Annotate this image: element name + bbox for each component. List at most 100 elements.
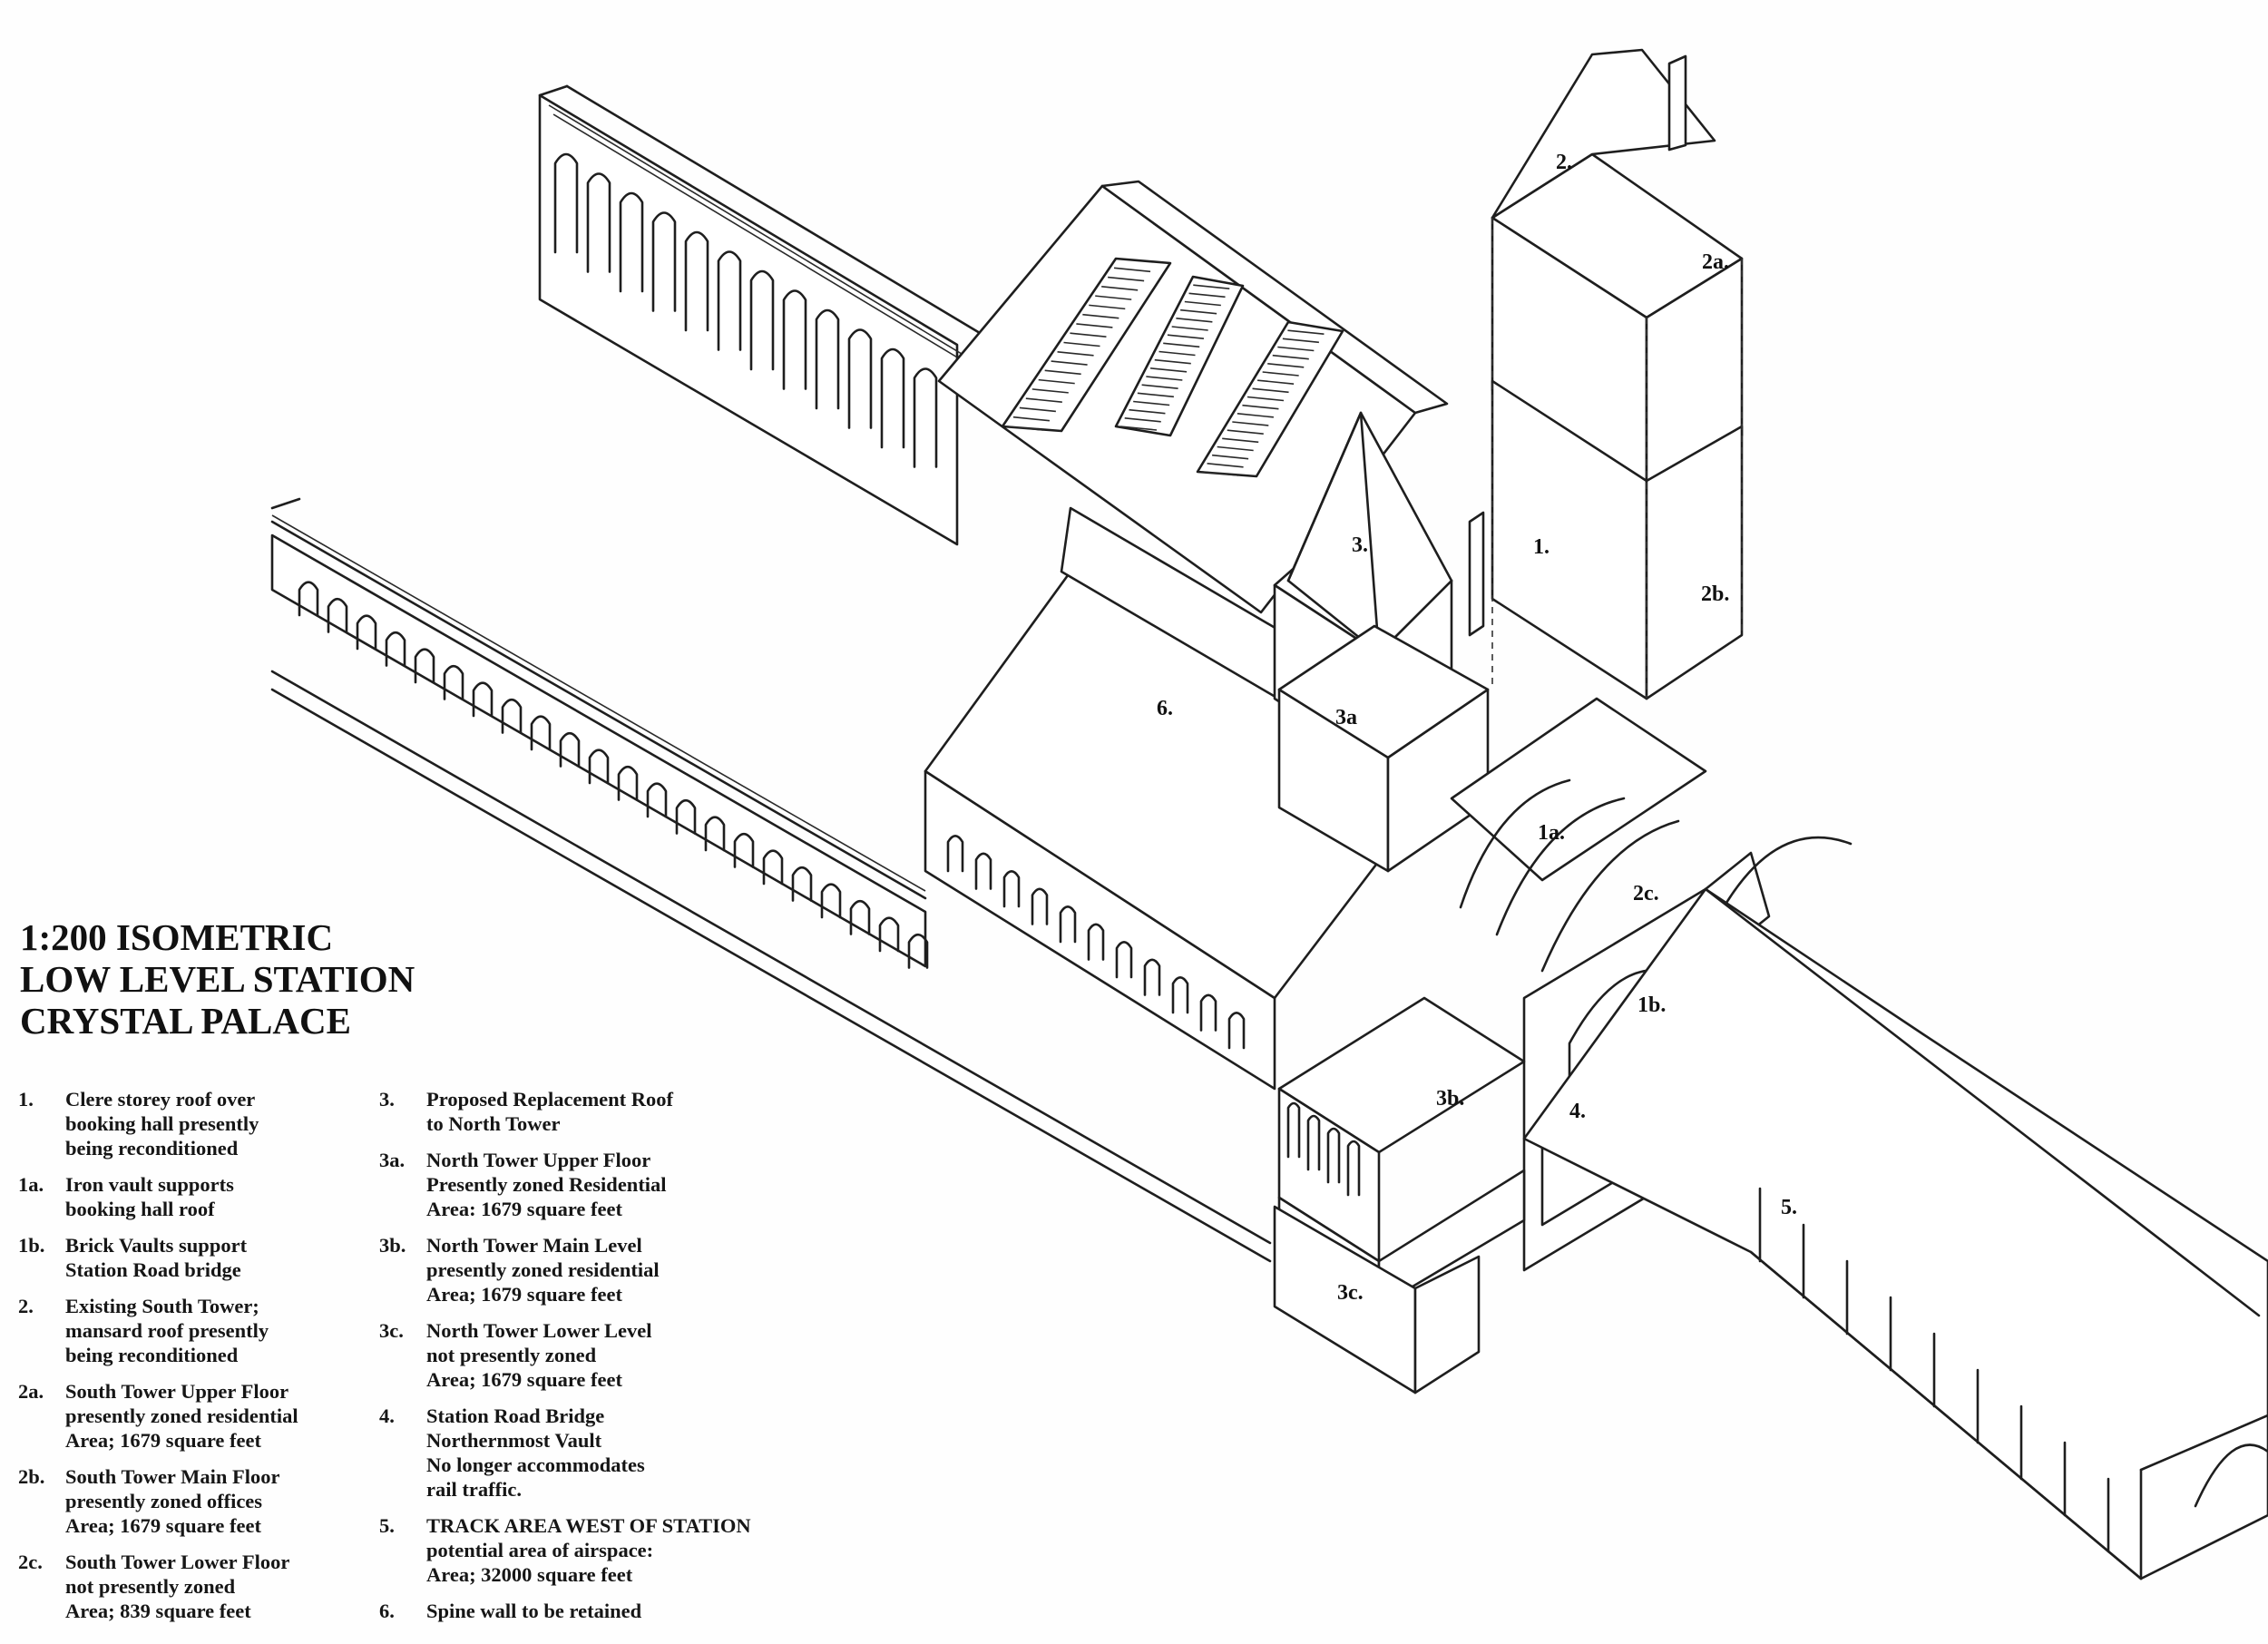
legend-item-number: 2. <box>18 1295 34 1317</box>
callout-2a: 2a. <box>1702 250 1729 274</box>
legend-item-text: Existing South Tower; <box>65 1295 259 1317</box>
legend-item: 2.Existing South Tower;mansard roof pres… <box>18 1294 408 1367</box>
roof-slat <box>1242 404 1279 410</box>
legend-item-text: Station Road Bridge <box>426 1404 605 1427</box>
roof-slat <box>1076 323 1113 328</box>
roof-slat <box>1089 304 1126 310</box>
arch-opening <box>298 581 319 617</box>
roof-slat <box>1282 338 1319 344</box>
arch-opening <box>684 230 709 332</box>
roof-slat <box>1044 369 1081 376</box>
callout-1b: 1b. <box>1637 993 1666 1017</box>
arch-opening <box>619 191 644 293</box>
roof-slat <box>1082 313 1119 319</box>
roof-slat <box>1129 408 1166 415</box>
arch-opening <box>762 849 784 886</box>
roof-slat <box>1019 406 1056 413</box>
arch-opening <box>588 749 610 785</box>
arch-opening <box>820 883 842 919</box>
roof-slat <box>1124 417 1161 423</box>
arch-opening <box>651 211 677 312</box>
arch-opening <box>356 614 377 651</box>
roof-slat <box>1277 346 1315 352</box>
legend-item-number: 3. <box>379 1088 395 1111</box>
north-tower <box>1273 411 1490 873</box>
roof-slat <box>1180 308 1217 315</box>
arch-opening <box>733 832 755 868</box>
window-opening <box>1031 887 1049 925</box>
legend-item-text: South Tower Upper Floor <box>65 1380 289 1403</box>
callout-3a: 3a <box>1335 706 1357 729</box>
window-opening <box>1286 1101 1301 1159</box>
legend-item-text: presently zoned offices <box>65 1490 263 1512</box>
arch-opening <box>704 816 726 852</box>
window-opening <box>1087 923 1105 961</box>
roof-slat <box>1025 397 1062 403</box>
roof-slat <box>1006 426 1044 431</box>
arch-opening <box>907 933 929 969</box>
north-tower-lower <box>1273 996 1526 1394</box>
legend-item-text: presently zoned residential <box>65 1404 298 1427</box>
roof-slat <box>1267 363 1305 368</box>
roof-slat <box>1246 396 1285 402</box>
roof-slat <box>1207 463 1244 468</box>
legend-item-text: South Tower Main Floor <box>65 1465 280 1488</box>
callout-labels: 2. 2a. 1. 3. 2b. 6. 3a 1a. 2c. 1b. 3b. 4… <box>1157 151 1797 1305</box>
legend-item-text: Station Road bridge <box>65 1258 241 1281</box>
arch-opening <box>878 916 900 953</box>
legend-item-text: Iron vault supports <box>65 1173 234 1196</box>
legend-item-text: potential area of airspace: <box>426 1539 654 1561</box>
roof-slat <box>1119 426 1158 431</box>
arch-opening <box>586 172 611 273</box>
legend-item-number: 2b. <box>18 1465 45 1488</box>
arch-opening <box>530 715 552 751</box>
arch-opening <box>880 347 905 449</box>
roof-slat <box>1063 341 1100 347</box>
roof-slat <box>1237 413 1274 418</box>
arch-opening <box>443 664 464 700</box>
roof-slat <box>1012 416 1051 422</box>
arch-opening <box>559 731 581 768</box>
roof-slat <box>1232 421 1269 426</box>
callout-1: 1. <box>1533 535 1549 559</box>
legend-item-text: not presently zoned <box>65 1575 236 1598</box>
arch-opening <box>617 765 639 801</box>
roof-slat <box>1222 437 1259 444</box>
roof-slat <box>1272 354 1309 360</box>
legend-item-text: Proposed Replacement Roof <box>426 1088 674 1111</box>
legend-item-text: Area; 32000 square feet <box>426 1563 633 1586</box>
roof-slat <box>1257 379 1295 385</box>
roof-slat <box>1212 454 1249 460</box>
roof-slat <box>1193 284 1230 289</box>
callout-3: 3. <box>1352 533 1368 557</box>
window-opening <box>1143 958 1161 996</box>
legend-item-number: 6. <box>379 1600 395 1622</box>
roof-slat <box>1070 332 1107 338</box>
legend-item-text: Area; 1679 square feet <box>426 1283 622 1306</box>
roof-slat <box>1149 367 1188 373</box>
arch-opening <box>913 367 938 468</box>
legend-item-text: Area; 839 square feet <box>65 1600 251 1622</box>
south-tower <box>1491 48 1744 700</box>
roof-slat <box>1113 267 1151 273</box>
roof-slat <box>1201 471 1239 476</box>
legend-item-text: No longer accommodates <box>426 1453 645 1476</box>
legend-item-number: 1. <box>18 1088 34 1111</box>
roof-slat <box>1252 387 1289 394</box>
legend-item-text: booking hall presently <box>65 1112 259 1135</box>
legend-item-number: 3c. <box>379 1319 404 1342</box>
roof-slat <box>1108 276 1145 282</box>
arch-opening <box>646 782 668 818</box>
legend-item-text: Area; 1679 square feet <box>426 1368 622 1391</box>
window-opening <box>1059 905 1077 944</box>
legend-item-text: Area: 1679 square feet <box>426 1198 622 1220</box>
callout-2c: 2c. <box>1633 882 1659 905</box>
clerestory-roofs <box>937 180 1449 614</box>
